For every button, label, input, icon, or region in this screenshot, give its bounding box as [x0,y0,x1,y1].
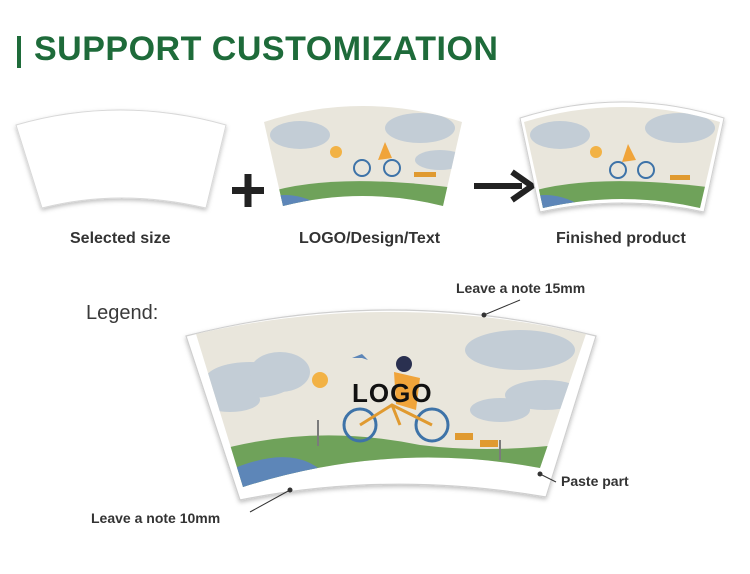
legend-label: Legend: [86,302,159,324]
paste-part-label: Paste part [561,473,629,489]
step-caption-finished: Finished product [556,230,686,247]
step-caption-design: LOGO/Design/Text [299,230,441,247]
logo-placeholder: LOGO [352,378,433,408]
note-bottom-10mm: Leave a note 10mm [91,510,221,526]
step-caption-selected-size: Selected size [70,230,171,247]
page-title: SUPPORT CUSTOMIZATION [34,30,499,68]
title-accent-bar [17,36,21,68]
note-top-15mm: Leave a note 15mm [456,280,586,296]
